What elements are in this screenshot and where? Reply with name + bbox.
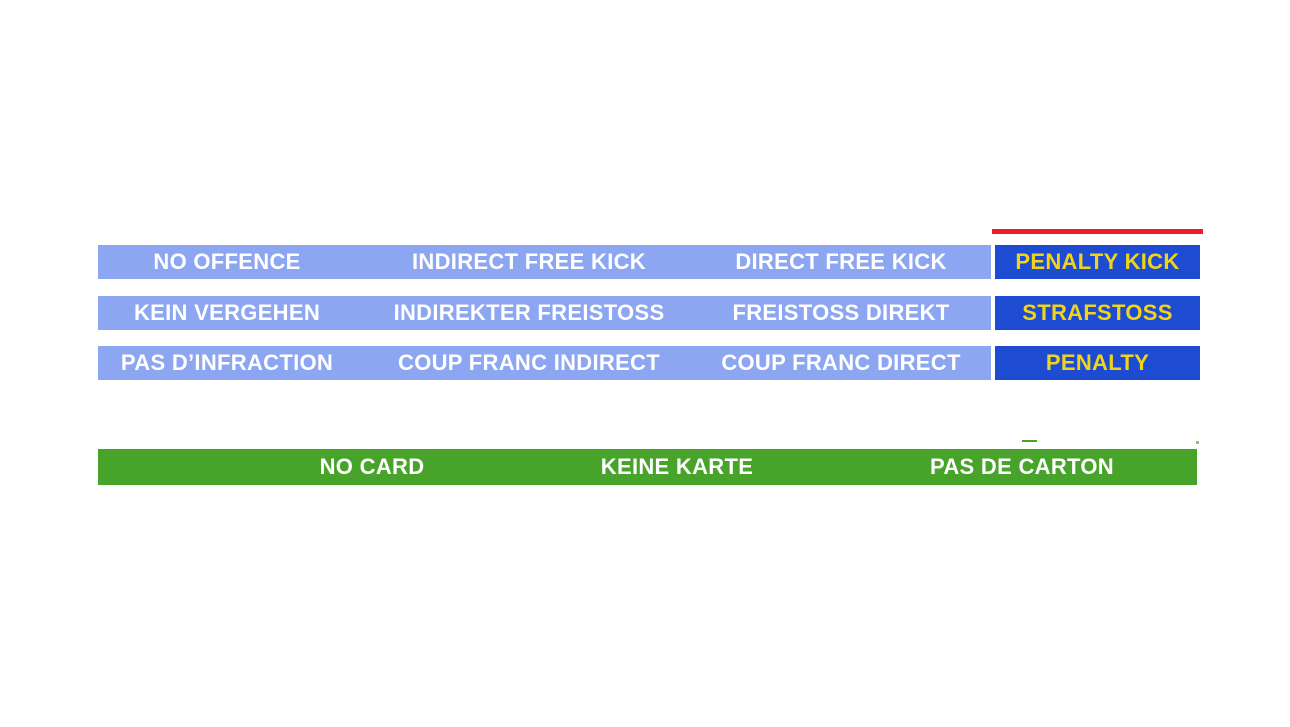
cell-no-offence-row-1: NO OFFENCE (153, 249, 301, 274)
cell-direct-free-kick-row-2: FREISTOSS DIREKT (732, 300, 950, 325)
penalty-box-row-1: PENALTY KICK (995, 245, 1200, 279)
sanction-row-2: KEIN VERGEHEN INDIREKTER FREISTOSS FREIS… (0, 296, 1290, 330)
cell-direct-free-kick-row-1: DIRECT FREE KICK (735, 249, 947, 274)
cropped-element-edge-dot (1196, 441, 1199, 444)
card-label-pas-de-carton: PAS DE CARTON (930, 454, 1114, 479)
card-label-keine-karte: KEINE KARTE (600, 454, 754, 479)
penalty-label-row-1: PENALTY KICK (1015, 249, 1180, 274)
cell-direct-free-kick-row-3: COUP FRANC DIRECT (721, 350, 961, 375)
cell-no-offence-row-3: PAS D’INFRACTION (120, 350, 334, 375)
sanction-bar-row-3: PAS D’INFRACTION COUP FRANC INDIRECT COU… (98, 346, 991, 380)
penalty-label-row-3: PENALTY (1045, 350, 1150, 375)
card-label-no-card: NO CARD (319, 454, 425, 479)
cell-indirect-free-kick-row-3: COUP FRANC INDIRECT (398, 350, 660, 375)
sanction-row-1: NO OFFENCE INDIRECT FREE KICK DIRECT FRE… (0, 245, 1290, 279)
penalty-label-row-2: STRAFSTOSS (1022, 300, 1173, 325)
cell-indirect-free-kick-row-2: INDIREKTER FREISTOSS (393, 300, 665, 325)
penalty-accent-line (992, 229, 1203, 234)
penalty-box-row-3: PENALTY (995, 346, 1200, 380)
sanction-bar-row-1: NO OFFENCE INDIRECT FREE KICK DIRECT FRE… (98, 245, 991, 279)
cell-no-offence-row-2: KEIN VERGEHEN (133, 300, 321, 325)
no-card-bar: NO CARD KEINE KARTE PAS DE CARTON (98, 449, 1197, 485)
sanction-row-3: PAS D’INFRACTION COUP FRANC INDIRECT COU… (0, 346, 1290, 380)
cell-indirect-free-kick-row-1: INDIRECT FREE KICK (412, 249, 646, 274)
cropped-element-edge-dash (1022, 440, 1037, 442)
penalty-box-row-2: STRAFSTOSS (995, 296, 1200, 330)
sanction-bar-row-2: KEIN VERGEHEN INDIREKTER FREISTOSS FREIS… (98, 296, 991, 330)
